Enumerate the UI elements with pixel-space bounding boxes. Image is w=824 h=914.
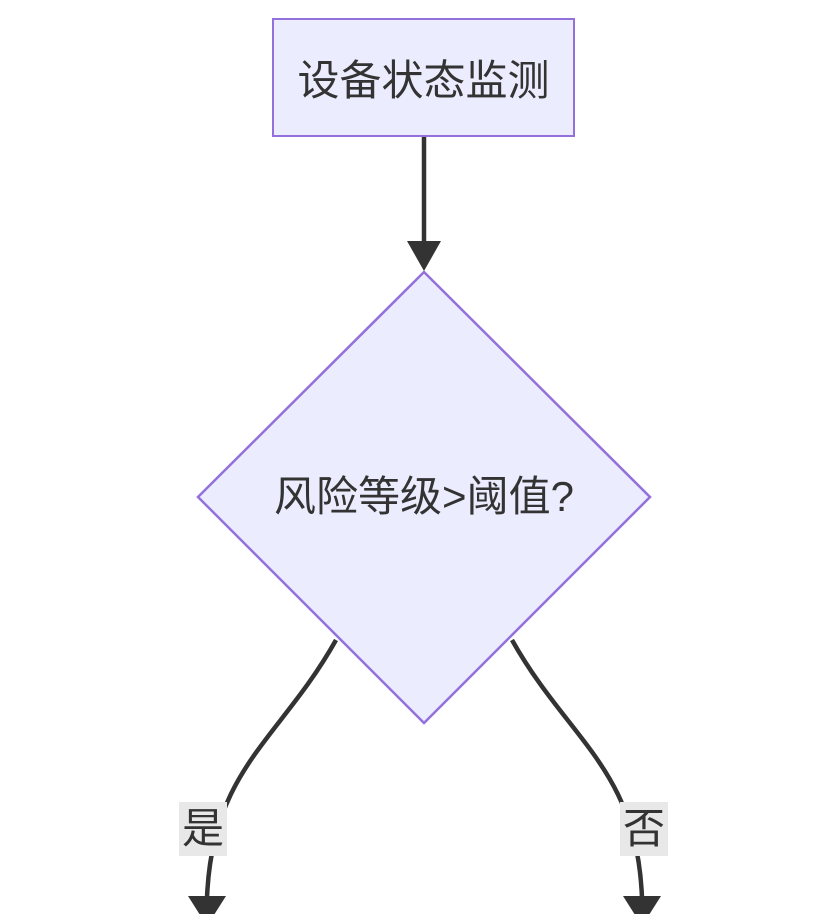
node-start-label: 设备状态监测 [297,57,550,104]
node-start[interactable]: 设备状态监测 [272,18,575,137]
arrowhead-start-to-decision [407,241,441,271]
node-decision-shape[interactable] [196,270,652,725]
edge-decision-yes [204,638,338,899]
arrowhead-no [623,896,661,914]
node-decision-label: 风险等级>阈值? [274,473,574,520]
edge-label-no: 否 [620,802,669,856]
edge-decision-no [510,638,645,899]
edge-label-yes: 是 [179,802,228,856]
arrowhead-yes [188,896,226,914]
